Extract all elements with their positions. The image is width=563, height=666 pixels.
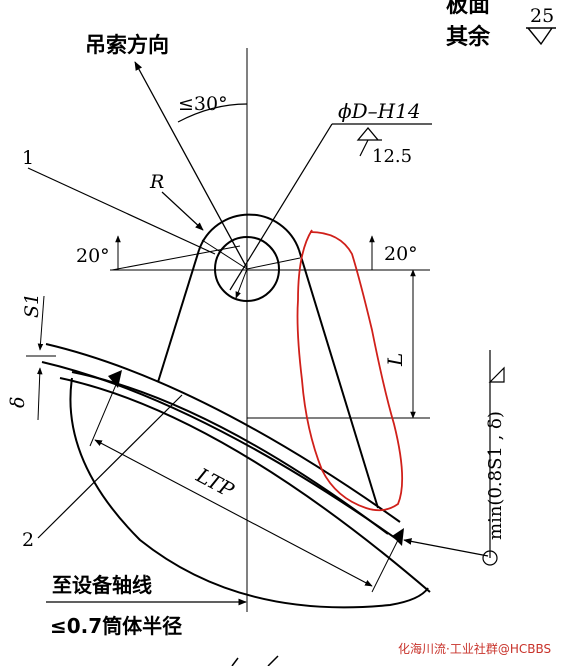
weld-mark-left: [108, 370, 122, 388]
cut-off-marks: [231, 655, 279, 666]
angle-limit-label: ≤30°: [178, 93, 228, 115]
hole-dia-leader: [229, 123, 333, 291]
part2-label: 2: [22, 529, 34, 551]
lug-outer-arc: [198, 213, 300, 251]
LTP-ext-left: [89, 379, 119, 447]
weld-size-label: min(0.8S1 , δ): [485, 411, 506, 540]
delta-dim: [36, 367, 43, 421]
weld-leader: [403, 538, 489, 557]
hole-roughness-tick: [359, 139, 369, 157]
radial-line-down: [235, 268, 248, 299]
part1-leader: [27, 167, 216, 255]
shell-inner-line: [59, 377, 431, 593]
lug-hole: [214, 236, 280, 302]
angle-right-label: 20°: [384, 243, 418, 265]
hole-dia-label: ϕD–H14: [338, 99, 421, 123]
delta-label: δ: [7, 397, 29, 408]
L-label: L: [383, 353, 407, 367]
angle-left-label: 20°: [76, 245, 110, 267]
radial-line-left: [201, 239, 248, 270]
lifting-direction-label: 吊索方向: [85, 33, 169, 57]
radius-leader: [161, 191, 204, 231]
S1-dim: [37, 295, 45, 351]
radius-label: R: [149, 171, 164, 193]
LTP-dim-line: [94, 439, 373, 587]
lifting-direction-arrow: [134, 61, 248, 269]
lug-left-side: [157, 249, 200, 383]
part2-leader: [37, 394, 183, 539]
angle-ref-left: [111, 245, 241, 271]
weld-fillet-icon: [488, 366, 505, 383]
roughness-rest-value: 25: [530, 5, 554, 27]
lug-right-side: [298, 249, 379, 509]
LTP-label: LTP: [192, 463, 239, 503]
watermark-text: 化海川流·工业社群@HCBBS: [398, 641, 551, 656]
red-annotation-loop: [296, 229, 404, 512]
hole-roughness-value: 12.5: [372, 146, 412, 167]
part1-label: 1: [22, 147, 34, 169]
angle-limit-arc: [177, 103, 248, 123]
radial-line-right: [246, 257, 301, 270]
shell-mid-line: [41, 361, 399, 541]
roughness-symbol-icon: [526, 27, 556, 46]
axis-text-1: 至设备轴线: [52, 573, 152, 597]
roughness-rest-label: 其余: [446, 24, 491, 50]
weld-mark-right: [392, 528, 404, 546]
hole-roughness-icon: [356, 126, 382, 141]
S1-label: S1: [21, 293, 43, 318]
LTP-ext-right: [371, 539, 399, 593]
axis-text-2: ≤0.7筒体半径: [50, 614, 182, 638]
roughness-top-label: 板面: [446, 0, 490, 18]
